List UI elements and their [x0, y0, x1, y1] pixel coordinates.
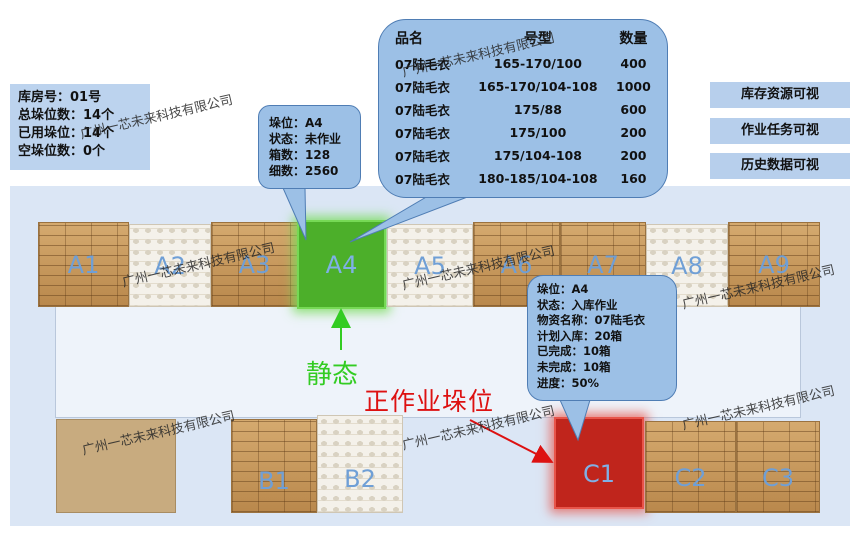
cell-qty: 400: [620, 56, 647, 71]
slot-status: 状态：未作业: [269, 132, 342, 146]
cell-size: 175/88: [513, 102, 562, 117]
slot-b2[interactable]: B2: [317, 415, 403, 513]
slot-empty-area[interactable]: [56, 419, 176, 513]
slot-a5[interactable]: A5: [387, 224, 473, 307]
cell-size: 165-170/100: [493, 56, 582, 71]
header-product-name: 品名: [395, 31, 423, 47]
op-slot-id: 垛位：A4: [537, 282, 589, 296]
slot-c3[interactable]: C3: [736, 421, 820, 513]
cell-name: 07陆毛衣: [395, 57, 450, 72]
operation-bubble-tail: [559, 399, 591, 442]
working-arrow: [469, 419, 554, 463]
slot-label: A2: [154, 251, 186, 280]
slot-info-bubble: 垛位：A4 状态：未作业 箱数：128 细数：2560: [258, 105, 361, 189]
table-row: 07陆毛衣 175/104-108 200: [391, 144, 655, 167]
cell-size: 165-170/104-108: [478, 79, 598, 94]
table-row: 07陆毛衣 165-170/100 400: [391, 52, 655, 75]
slot-label: C3: [761, 463, 795, 492]
working-slot-label: 正作业垛位: [364, 387, 495, 416]
cell-name: 07陆毛衣: [395, 172, 450, 187]
table-row: 07陆毛衣 180-185/104-108 160: [391, 167, 655, 190]
cell-qty: 1000: [616, 79, 651, 94]
table-row: 07陆毛衣 175/88 600: [391, 98, 655, 121]
empty-slots: 空垛位数：0个: [18, 144, 106, 159]
cell-qty: 200: [620, 125, 647, 140]
cell-name: 07陆毛衣: [395, 103, 450, 118]
table-row: 07陆毛衣 175/100 200: [391, 121, 655, 144]
product-table-bubble: 品名 号型 数量 07陆毛衣 165-170/100 400 07陆毛衣 165…: [378, 19, 668, 198]
slot-a2[interactable]: A2: [129, 224, 211, 307]
slot-a8[interactable]: A8: [646, 224, 728, 307]
slot-label: B1: [258, 466, 290, 495]
op-planned: 计划入库：20箱: [537, 328, 623, 343]
slot-label: C2: [674, 463, 707, 492]
slot-label: A8: [671, 251, 703, 280]
slot-label: B2: [344, 465, 376, 494]
static-label: 静态: [306, 360, 359, 390]
table-row: 07陆毛衣 165-170/104-108 1000: [391, 75, 655, 98]
cell-name: 07陆毛衣: [395, 80, 450, 95]
history-view-button[interactable]: 历史数据可视: [710, 153, 850, 179]
cell-qty: 200: [620, 148, 647, 163]
slot-label: A9: [758, 250, 790, 279]
slot-label: A5: [414, 251, 446, 280]
slot-label: C1: [582, 459, 616, 488]
op-completed: 已完成：10箱: [537, 344, 611, 359]
inventory-view-button[interactable]: 库存资源可视: [710, 82, 850, 108]
slot-label: A1: [67, 250, 100, 279]
slot-label: A4: [325, 250, 358, 279]
total-slots: 总垛位数：14个: [18, 108, 115, 123]
slot-c2[interactable]: C2: [645, 421, 736, 513]
operation-info-bubble: 垛位：A4 状态：入库作业 物资名称：07陆毛衣 计划入库：20箱 已完成：10…: [527, 275, 677, 401]
slot-id: 垛位：A4: [269, 116, 323, 130]
cell-qty: 600: [620, 102, 647, 117]
header-size: 号型: [523, 31, 552, 47]
slot-b1[interactable]: B1: [231, 419, 317, 513]
used-slots: 已用垛位：14个: [18, 126, 115, 141]
slot-a9[interactable]: A9: [728, 222, 820, 307]
slot-a6[interactable]: A6: [473, 222, 560, 307]
warehouse-summary: 库房号：01号 总垛位数：14个 已用垛位：14个 空垛位数：0个: [10, 84, 150, 170]
product-table: 品名 号型 数量 07陆毛衣 165-170/100 400 07陆毛衣 165…: [391, 28, 655, 190]
task-view-button[interactable]: 作业任务可视: [710, 118, 850, 144]
cell-size: 180-185/104-108: [478, 171, 598, 186]
header-quantity: 数量: [619, 31, 648, 47]
warehouse-number: 库房号：01号: [18, 90, 102, 105]
op-status: 状态：入库作业: [537, 297, 618, 312]
slot-a4-static[interactable]: A4: [297, 220, 386, 309]
slot-c1-working[interactable]: C1: [554, 417, 644, 509]
op-remaining: 未完成：10箱: [537, 359, 611, 374]
slot-label: A6: [500, 250, 533, 279]
slot-a3[interactable]: A3: [211, 222, 298, 307]
cell-name: 07陆毛衣: [395, 149, 450, 164]
slot-label: A3: [238, 250, 271, 279]
box-count: 箱数：128: [269, 148, 331, 162]
big-bubble-tail: [349, 195, 471, 243]
piece-count: 细数：2560: [269, 164, 339, 178]
cell-size: 175/100: [509, 125, 567, 140]
slot-label: A7: [587, 250, 619, 279]
op-material: 物资名称：07陆毛衣: [537, 313, 646, 328]
cell-name: 07陆毛衣: [395, 126, 450, 141]
op-progress: 进度：50%: [537, 375, 600, 390]
slot-a1[interactable]: A1: [38, 222, 129, 307]
cell-qty: 160: [620, 171, 647, 186]
small-bubble-tail: [282, 187, 307, 241]
cell-size: 175/104-108: [493, 148, 582, 163]
